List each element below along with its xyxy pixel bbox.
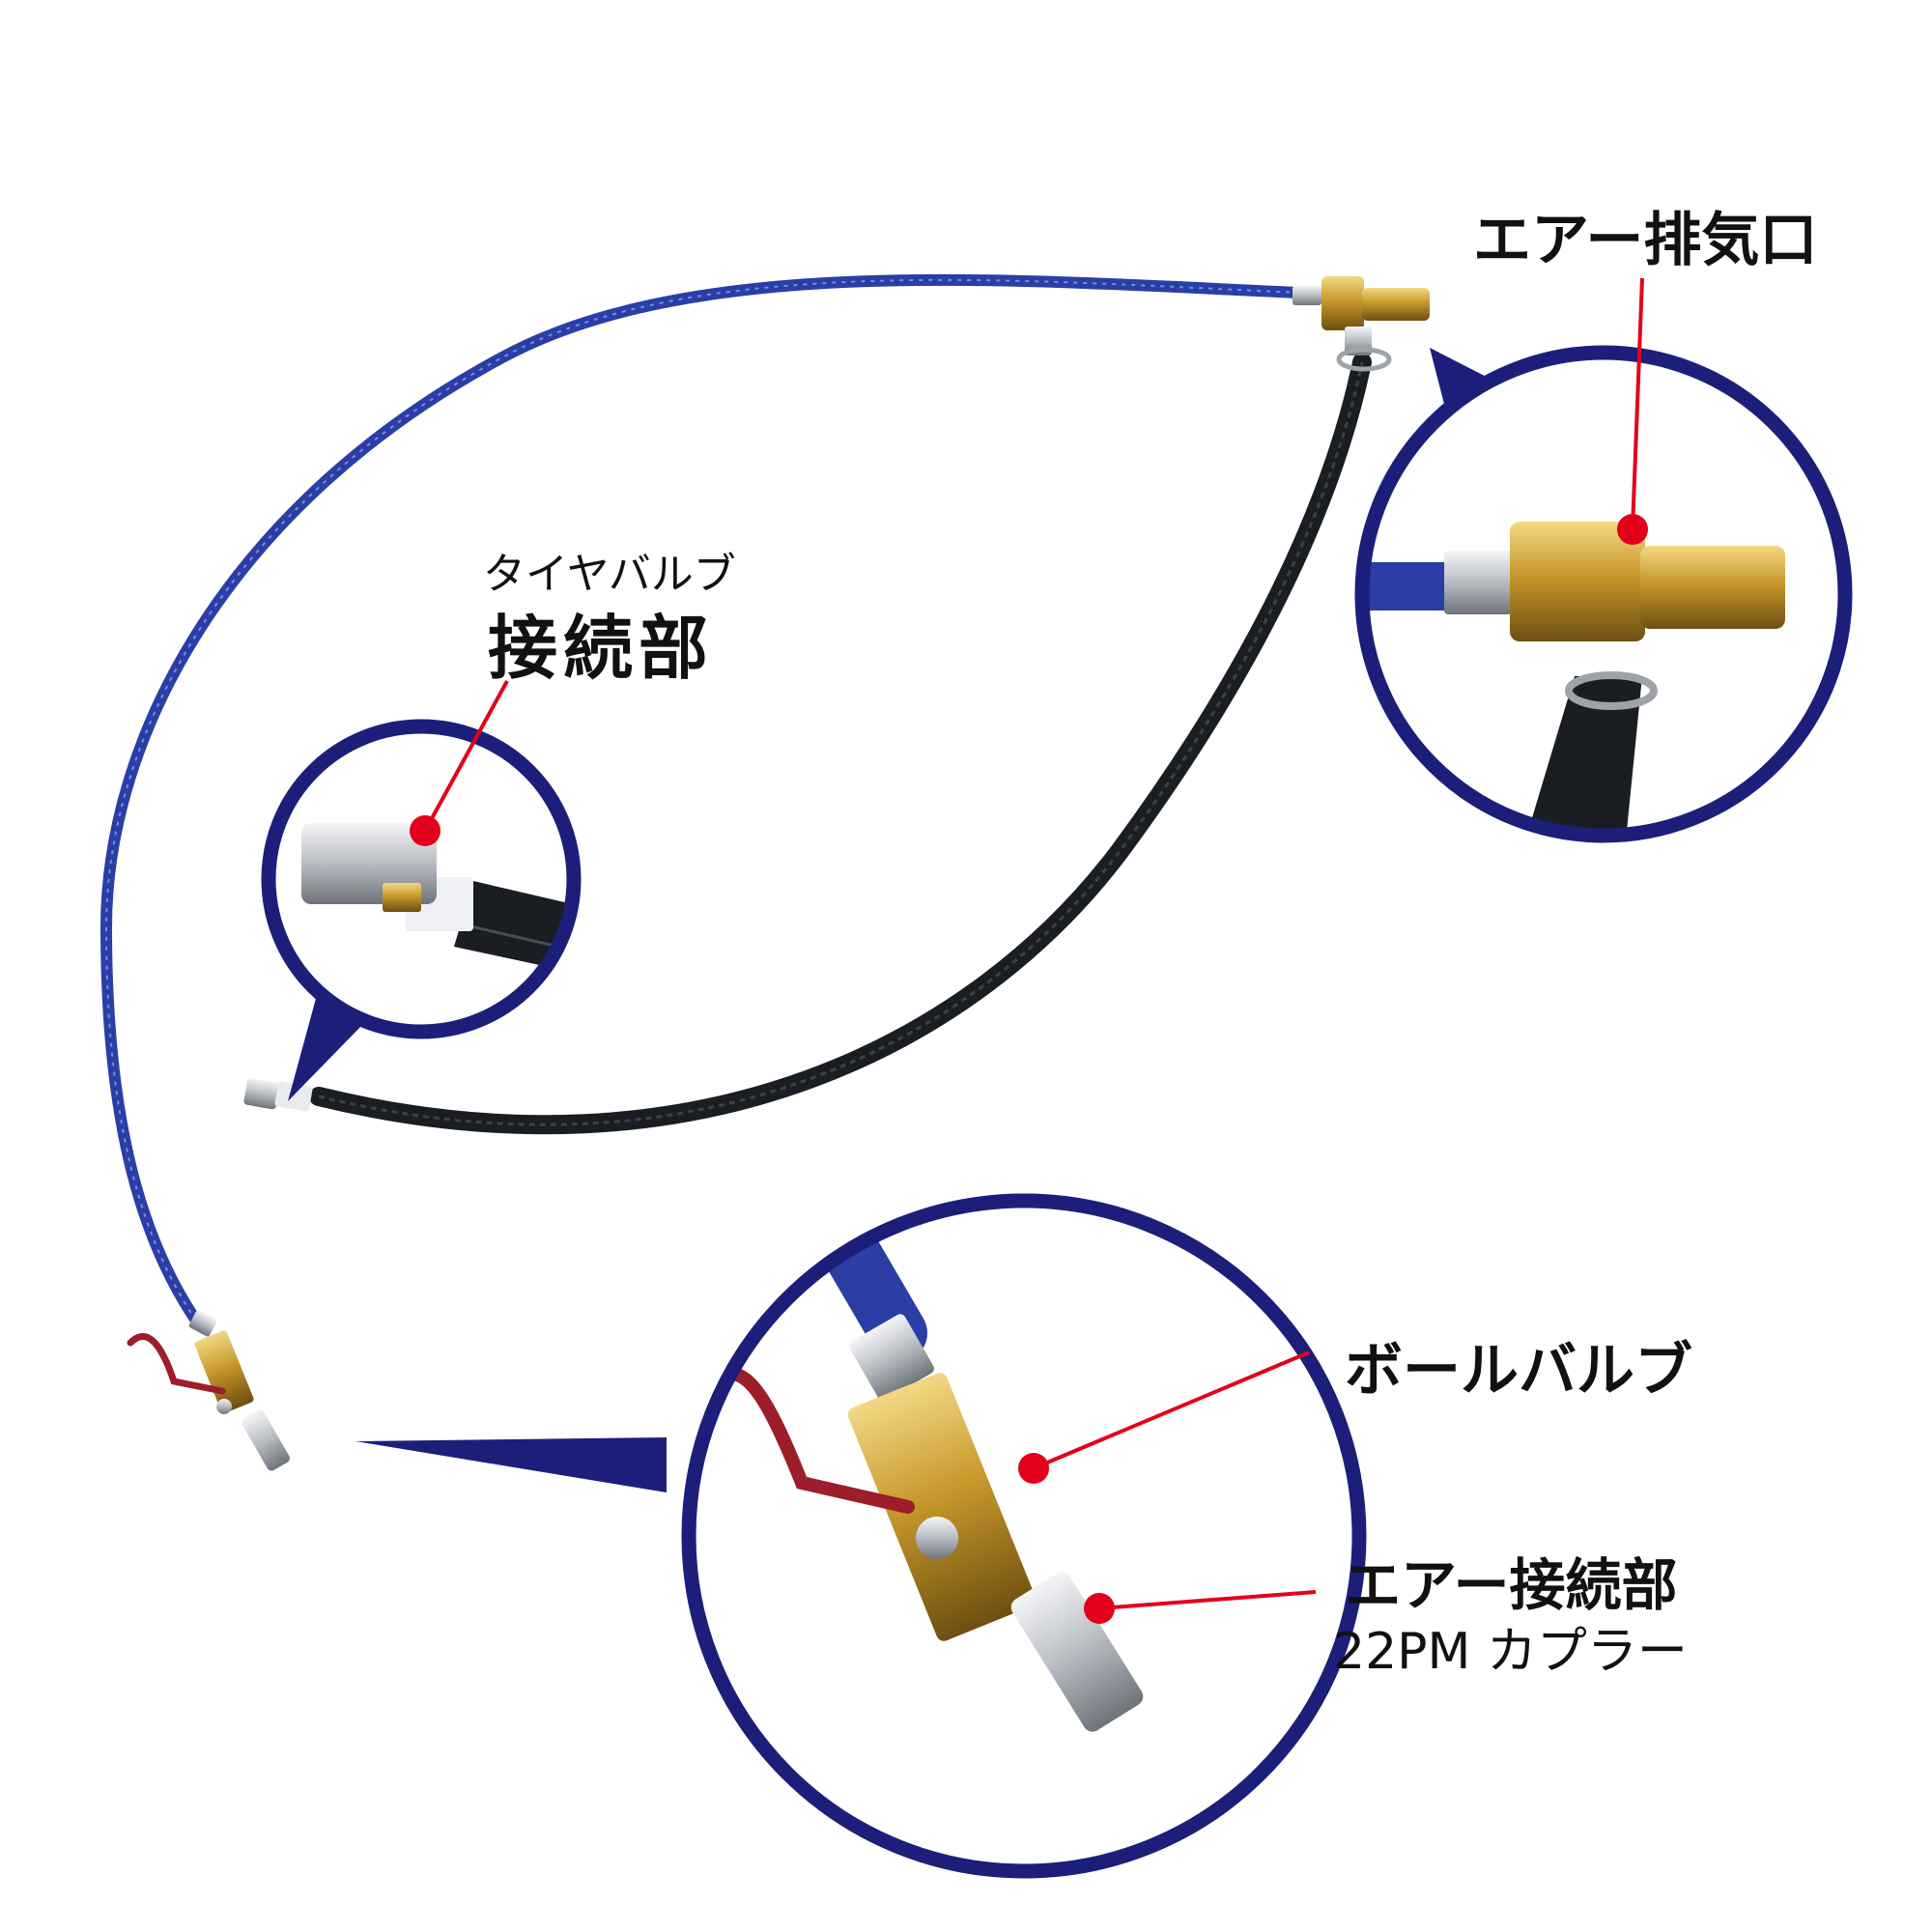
label-tire-valve-small: タイヤバルブ — [483, 550, 736, 599]
pointer-tire-valve — [410, 680, 509, 846]
pointer-exhaust — [1617, 277, 1648, 545]
label-tire-valve-large: 接続部 — [488, 608, 715, 689]
zoom-circle-exhaust — [1354, 345, 1853, 843]
pointer-ball-valve — [1018, 1350, 1310, 1484]
zoom-circle-ball-valve — [355, 1193, 1367, 1879]
label-air-connect: エアー接続部 — [1345, 1552, 1678, 1618]
label-ball-valve: ボールバルブ — [1345, 1337, 1692, 1405]
tire-valve-chuck — [243, 1078, 313, 1112]
quick-coupler — [242, 1409, 290, 1471]
zoom-circle-tire-valve — [261, 719, 582, 1101]
ball-valve — [127, 1310, 254, 1414]
label-coupler: 22PM カプラー — [1333, 1623, 1688, 1681]
black-hose — [309, 353, 1372, 1135]
blue-hose — [99, 273, 1305, 1329]
pointer-air-connect — [1084, 1590, 1317, 1624]
label-exhaust: エアー排気口 — [1473, 207, 1818, 274]
brass-t-fitting — [1293, 276, 1430, 372]
